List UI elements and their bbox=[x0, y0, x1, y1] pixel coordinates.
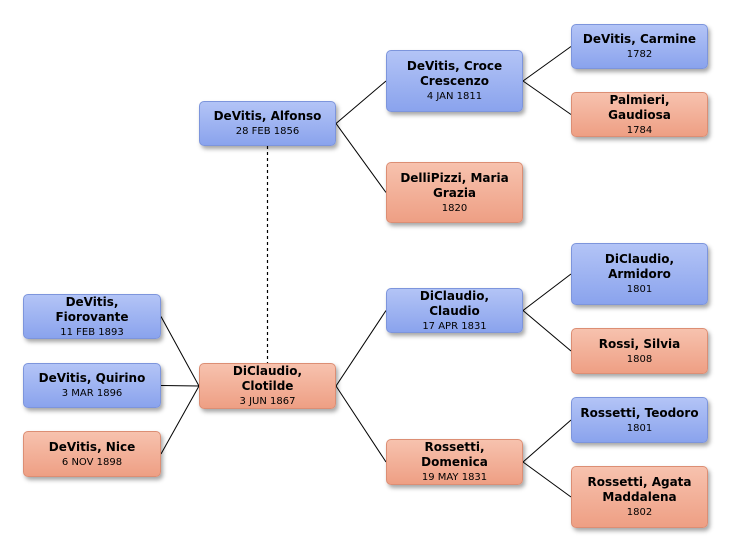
parent-link-line bbox=[335, 123, 387, 193]
person-palmieri-gaudiosa[interactable]: Palmieri, Gaudiosa 1784 bbox=[571, 92, 708, 137]
person-name: Rossetti, Teodoro bbox=[580, 405, 699, 420]
person-name: DeVitis, Croce Crescenzo bbox=[406, 59, 503, 88]
person-devitis-carmine[interactable]: DeVitis, Carmine 1782 bbox=[571, 24, 708, 69]
person-diclaudio-clotilde[interactable]: DiClaudio, Clotilde 3 JUN 1867 bbox=[199, 363, 336, 409]
person-devitis-nice[interactable]: DeVitis, Nice 6 NOV 1898 bbox=[23, 431, 161, 477]
person-rossi-silvia[interactable]: Rossi, Silvia 1808 bbox=[571, 328, 708, 374]
parent-link-line bbox=[335, 80, 387, 124]
parent-link-line bbox=[335, 385, 387, 463]
person-date: 19 MAY 1831 bbox=[421, 472, 488, 483]
parent-link-line bbox=[522, 80, 572, 115]
person-dellipizzi-maria-grazia[interactable]: DelliPizzi, Maria Grazia 1820 bbox=[386, 162, 523, 223]
parent-link-line bbox=[160, 385, 200, 455]
person-date: 6 NOV 1898 bbox=[61, 456, 123, 468]
person-date: 1802 bbox=[626, 507, 653, 518]
parent-link-line bbox=[522, 310, 572, 352]
person-name: DelliPizzi, Maria Grazia bbox=[400, 170, 509, 200]
person-name: DiClaudio, Armidoro bbox=[604, 252, 675, 281]
person-name: DeVitis, Fiorovante bbox=[55, 294, 129, 324]
person-name: Rossetti, Agata Maddalena bbox=[587, 475, 692, 504]
parent-link-line bbox=[522, 273, 572, 311]
person-devitis-alfonso[interactable]: DeVitis, Alfonso 28 FEB 1856 bbox=[199, 101, 336, 146]
person-date: 1801 bbox=[626, 422, 653, 434]
person-date: 4 JAN 1811 bbox=[426, 91, 483, 102]
person-name: DeVitis, Quirino bbox=[38, 371, 146, 385]
person-date: 28 FEB 1856 bbox=[235, 126, 300, 137]
person-rossetti-agata-maddalena[interactable]: Rossetti, Agata Maddalena 1802 bbox=[571, 466, 708, 528]
person-date: 3 JUN 1867 bbox=[239, 396, 296, 407]
parent-link-line bbox=[522, 461, 572, 498]
person-rossetti-domenica[interactable]: Rossetti, Domenica 19 MAY 1831 bbox=[386, 439, 523, 485]
parent-link-line bbox=[522, 46, 572, 82]
person-name: Palmieri, Gaudiosa bbox=[608, 92, 671, 122]
person-name: Rossi, Silvia bbox=[598, 336, 681, 351]
person-devitis-quirino[interactable]: DeVitis, Quirino 3 MAR 1896 bbox=[23, 363, 161, 408]
person-rossetti-teodoro[interactable]: Rossetti, Teodoro 1801 bbox=[571, 397, 708, 443]
person-name: DeVitis, Carmine bbox=[582, 32, 697, 46]
person-date: 1820 bbox=[441, 202, 468, 214]
person-name: Rossetti, Domenica bbox=[421, 440, 488, 469]
person-date: 17 APR 1831 bbox=[422, 320, 487, 332]
person-date: 1784 bbox=[626, 124, 653, 136]
person-diclaudio-armidoro[interactable]: DiClaudio, Armidoro 1801 bbox=[571, 243, 708, 305]
person-name: DeVitis, Nice bbox=[48, 439, 136, 454]
parent-link-line bbox=[522, 419, 572, 463]
person-devitis-croce-crescenzo[interactable]: DeVitis, Croce Crescenzo 4 JAN 1811 bbox=[386, 50, 523, 112]
person-date: 1808 bbox=[626, 353, 653, 365]
parent-link-line bbox=[160, 316, 200, 387]
person-devitis-fiorovante[interactable]: DeVitis, Fiorovante 11 FEB 1893 bbox=[23, 294, 161, 339]
person-name: DiClaudio, Clotilde bbox=[232, 364, 303, 393]
person-date: 11 FEB 1893 bbox=[60, 326, 124, 338]
person-date: 1782 bbox=[626, 49, 653, 60]
person-date: 3 MAR 1896 bbox=[61, 388, 123, 399]
parent-link-line bbox=[160, 385, 200, 387]
person-name: DeVitis, Alfonso bbox=[213, 109, 322, 123]
person-date: 1801 bbox=[626, 284, 653, 295]
person-diclaudio-claudio[interactable]: DiClaudio, Claudio 17 APR 1831 bbox=[386, 288, 523, 333]
parent-link-line bbox=[335, 310, 387, 387]
person-name: DiClaudio, Claudio bbox=[419, 288, 490, 318]
